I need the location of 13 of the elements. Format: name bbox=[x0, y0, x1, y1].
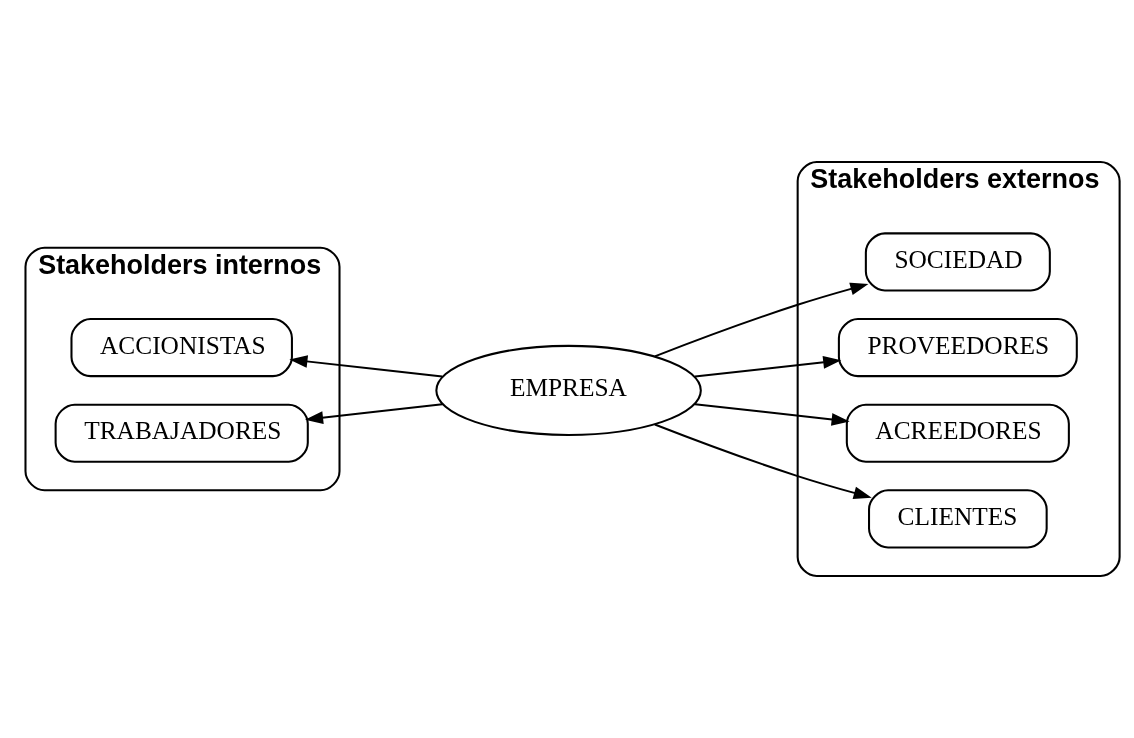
node-box: ACREEDORES bbox=[845, 403, 1070, 463]
node-box: CLIENTES bbox=[868, 489, 1048, 549]
arrow bbox=[289, 355, 444, 378]
arrow bbox=[305, 403, 444, 424]
arrow bbox=[653, 423, 872, 499]
node-ellipse: EMPRESA bbox=[435, 344, 702, 436]
node-box: ACCIONISTAS bbox=[70, 318, 293, 378]
node-box: SOCIEDAD bbox=[864, 232, 1051, 292]
arrow bbox=[694, 356, 842, 378]
node-box: PROVEEDORES bbox=[837, 318, 1078, 378]
arrow bbox=[653, 282, 869, 358]
node-box: TRABAJADORES bbox=[54, 403, 309, 463]
arrow bbox=[694, 403, 850, 426]
